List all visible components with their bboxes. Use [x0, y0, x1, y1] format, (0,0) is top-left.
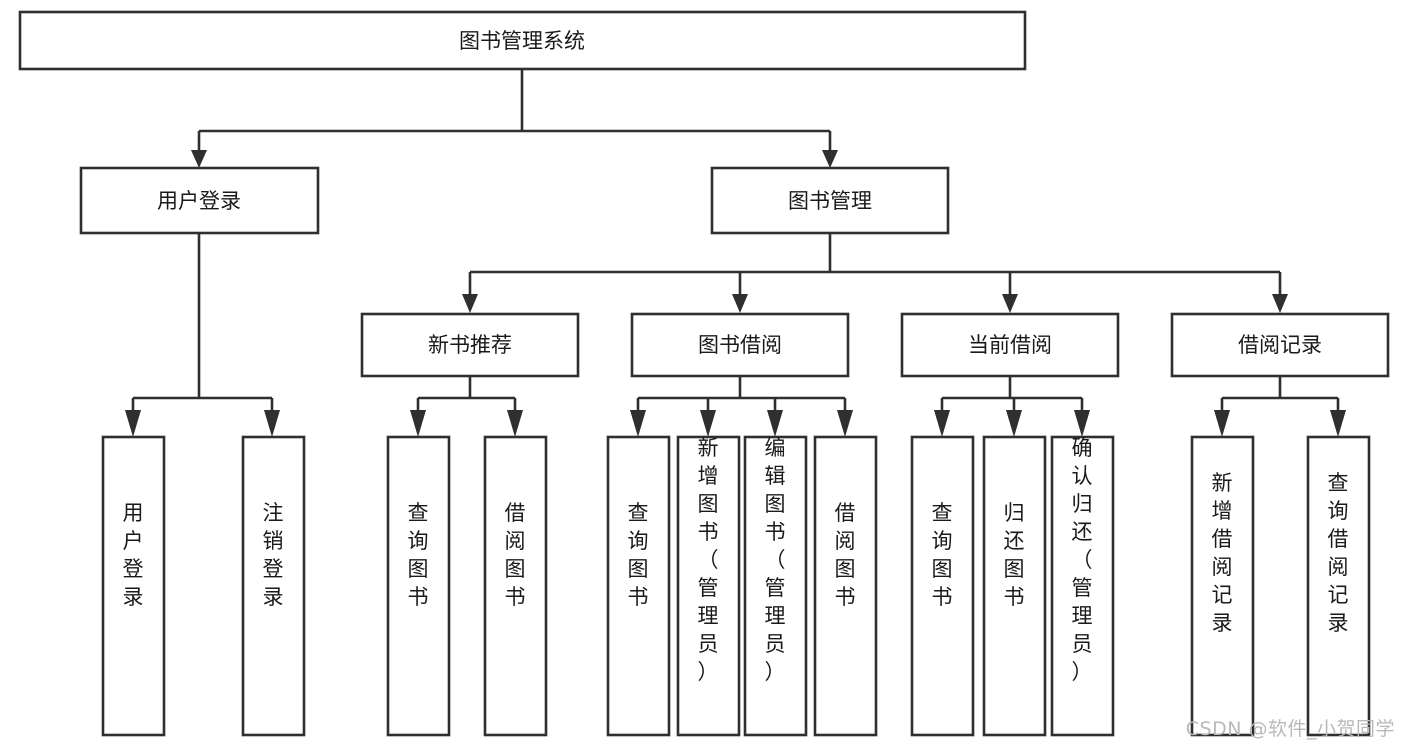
leaf-add-book-label: 新增图书（管理员） — [698, 436, 719, 684]
leaf-edit-book-box[interactable] — [743, 435, 808, 737]
leaf-logout-login-box[interactable] — [241, 435, 306, 737]
leaf-borrow-book-1[interactable]: 借阅图书 — [483, 435, 548, 737]
leaf-confirm-return-box[interactable] — [1050, 435, 1115, 737]
leaf-logout-login-label: 注销登录 — [263, 501, 284, 609]
leaf-user-login-box[interactable] — [101, 435, 166, 737]
arrowhead-leaf-edit-book — [767, 410, 783, 437]
leaf-edit-book[interactable]: 编辑图书（管理员） — [743, 435, 808, 737]
node-user-login[interactable]: 用户登录 — [79, 166, 320, 235]
node-book-manage-label: 图书管理 — [788, 189, 872, 213]
node-book-borrow[interactable]: 图书借阅 — [630, 312, 850, 378]
leaf-query-record-box[interactable] — [1306, 435, 1371, 737]
arrowhead-book-manage — [822, 150, 838, 168]
node-book-manage-box[interactable] — [710, 166, 950, 235]
leaf-add-record[interactable]: 新增借阅记录 — [1190, 435, 1255, 737]
node-root[interactable]: 图书管理系统 — [18, 10, 1027, 71]
leaf-query-book-2-box[interactable] — [606, 435, 671, 737]
node-user-login-label: 用户登录 — [157, 189, 241, 213]
node-current-borrow-box[interactable] — [900, 312, 1120, 378]
leaf-return-book[interactable]: 归还图书 — [982, 435, 1047, 737]
node-new-book-recommend-box[interactable] — [360, 312, 580, 378]
leaf-borrow-book-1-label: 借阅图书 — [505, 501, 526, 609]
arrowhead-leaf-add-record — [1214, 410, 1230, 437]
node-root-box[interactable] — [18, 10, 1027, 71]
arrowhead-user-login — [191, 150, 207, 168]
leaf-query-book-1-label: 查询图书 — [408, 501, 429, 609]
node-book-borrow-label: 图书借阅 — [698, 333, 782, 357]
leaf-query-book-3-box[interactable] — [910, 435, 975, 737]
leaf-query-book-3-label: 查询图书 — [932, 501, 953, 609]
node-borrow-record-label: 借阅记录 — [1238, 333, 1322, 357]
leaf-query-book-1[interactable]: 查询图书 — [386, 435, 451, 737]
arrowhead-leaf-logout-login — [264, 410, 280, 437]
node-current-borrow-label: 当前借阅 — [968, 333, 1052, 357]
leaf-return-book-box[interactable] — [982, 435, 1047, 737]
arrowhead-leaf-query-book-1 — [410, 410, 426, 437]
leaf-return-book-label: 归还图书 — [1004, 501, 1025, 609]
leaf-borrow-book-1-box[interactable] — [483, 435, 548, 737]
node-user-login-box[interactable] — [79, 166, 320, 235]
leaf-borrow-book-2-box[interactable] — [813, 435, 878, 737]
leaf-query-record[interactable]: 查询借阅记录 — [1306, 435, 1371, 737]
arrowhead-leaf-confirm-return — [1074, 410, 1090, 437]
arrowhead-leaf-add-book — [700, 410, 716, 437]
leaf-user-login[interactable]: 用户登录 — [101, 435, 166, 737]
connector-group — [125, 69, 1346, 437]
arrowhead-leaf-borrow-book-1 — [507, 410, 523, 437]
leaf-borrow-book-2-label: 借阅图书 — [835, 501, 856, 609]
node-borrow-record[interactable]: 借阅记录 — [1170, 312, 1390, 378]
leaf-logout-login[interactable]: 注销登录 — [241, 435, 306, 737]
arrowhead-leaf-query-record — [1330, 410, 1346, 437]
leaf-query-record-label: 查询借阅记录 — [1328, 471, 1349, 635]
leaf-add-record-box[interactable] — [1190, 435, 1255, 737]
arrowhead-leaf-query-book-2 — [630, 410, 646, 437]
arrowhead-current-borrow — [1002, 294, 1018, 313]
node-root-label: 图书管理系统 — [459, 29, 585, 53]
arrowhead-leaf-borrow-book-2 — [837, 410, 853, 437]
leaf-edit-book-label: 编辑图书（管理员） — [765, 436, 786, 684]
leaf-add-book[interactable]: 新增图书（管理员） — [676, 435, 741, 737]
leaf-user-login-label: 用户登录 — [123, 501, 144, 609]
leaf-confirm-return-label: 确认归还（管理员） — [1072, 436, 1093, 684]
node-new-book-recommend[interactable]: 新书推荐 — [360, 312, 580, 378]
arrowhead-new-book — [462, 294, 478, 313]
leaf-query-book-3[interactable]: 查询图书 — [910, 435, 975, 737]
node-new-book-recommend-label: 新书推荐 — [428, 333, 512, 357]
arrowhead-leaf-return-book — [1006, 410, 1022, 437]
node-borrow-record-box[interactable] — [1170, 312, 1390, 378]
leaf-query-book-1-box[interactable] — [386, 435, 451, 737]
leaf-add-record-label: 新增借阅记录 — [1212, 471, 1233, 635]
arrowhead-leaf-query-book-3 — [934, 410, 950, 437]
arrowhead-borrow-record — [1272, 294, 1288, 313]
leaf-add-book-box[interactable] — [676, 435, 741, 737]
leaf-confirm-return[interactable]: 确认归还（管理员） — [1050, 435, 1115, 737]
arrowhead-leaf-user-login — [125, 410, 141, 437]
leaf-query-book-2[interactable]: 查询图书 — [606, 435, 671, 737]
leaf-borrow-book-2[interactable]: 借阅图书 — [813, 435, 878, 737]
node-book-manage[interactable]: 图书管理 — [710, 166, 950, 235]
leaf-query-book-2-label: 查询图书 — [628, 501, 649, 609]
node-current-borrow[interactable]: 当前借阅 — [900, 312, 1120, 378]
arrowhead-book-borrow — [732, 294, 748, 313]
node-book-borrow-box[interactable] — [630, 312, 850, 378]
